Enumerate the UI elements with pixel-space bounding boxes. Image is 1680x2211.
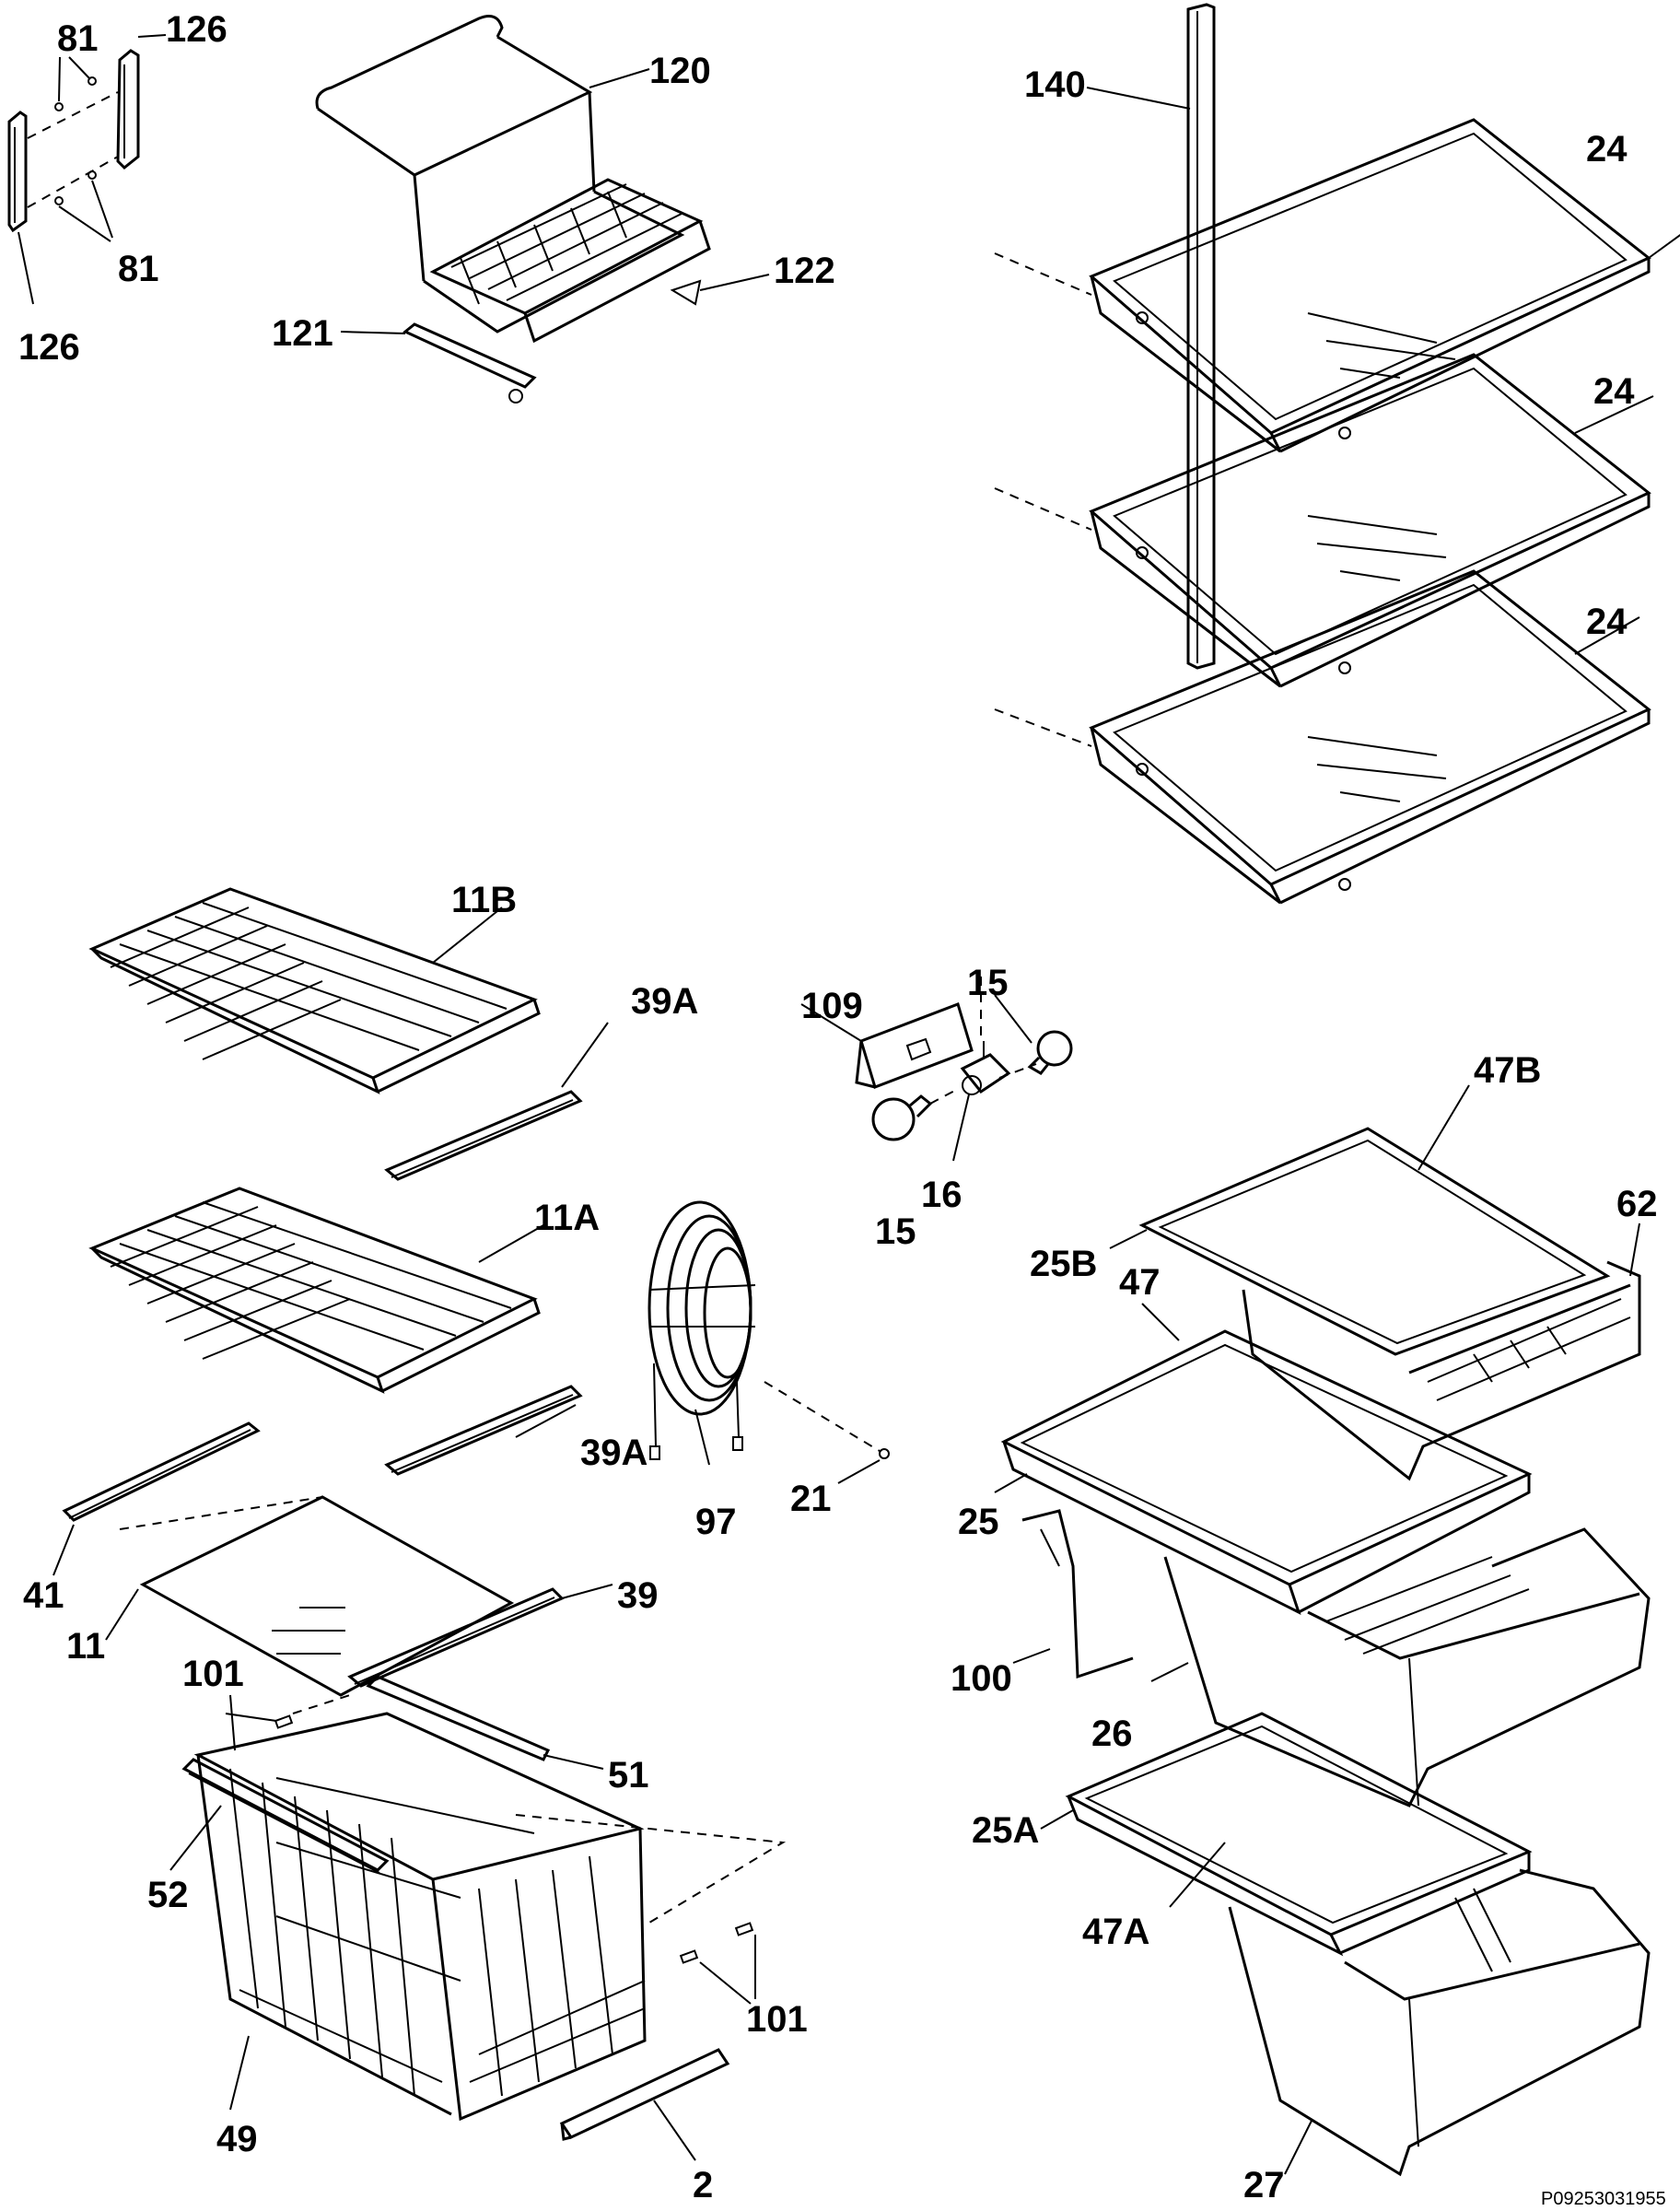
label-11A: 11A (534, 1198, 600, 1238)
hinge-bracket-126 (7, 34, 167, 305)
light-shield-109 (800, 1002, 974, 1089)
label-24-top: 24 (1586, 129, 1628, 170)
label-47: 47 (1119, 1262, 1161, 1303)
label-101-right: 101 (746, 1999, 808, 2040)
crisper-divider-100 (1012, 1509, 1134, 1679)
label-24-middle: 24 (1593, 371, 1635, 412)
label-24-bottom: 24 (1586, 602, 1628, 642)
basket-front-2 (559, 2048, 730, 2161)
light-socket-16 (952, 977, 1011, 1162)
crisper-drawer-26 (1150, 1527, 1651, 1807)
screw-101-right (515, 1814, 787, 2005)
label-15-bottom: 15 (875, 1211, 916, 1252)
label-39A-top: 39A (631, 981, 698, 1022)
freezer-basket-49 (193, 1712, 647, 2122)
light-bulb-15-top (994, 994, 1073, 1079)
label-15-top: 15 (967, 963, 1009, 1003)
label-126-top: 126 (166, 9, 228, 50)
label-39: 39 (617, 1575, 659, 1616)
label-25B: 25B (1030, 1244, 1097, 1284)
screw-101-left (225, 1694, 351, 1751)
label-47A: 47A (1082, 1912, 1149, 1952)
label-11B: 11B (451, 880, 517, 920)
basket-rail-52 (169, 1758, 390, 1874)
crisper-frame-25A (1040, 1796, 1531, 1957)
crisper-cover-47B (1138, 1084, 1611, 1356)
label-25: 25 (958, 1502, 999, 1542)
crisper-cover-47 (1000, 1303, 1533, 1586)
label-122: 122 (774, 251, 835, 291)
ice-bin-assembly-120 (315, 15, 770, 404)
shelf-rail-41 (52, 1421, 261, 1576)
wire-shelf-11A (88, 1187, 544, 1394)
label-120: 120 (649, 51, 711, 91)
label-109: 109 (801, 986, 863, 1026)
label-16: 16 (921, 1175, 962, 1215)
label-52: 52 (147, 1875, 189, 1915)
label-140: 140 (1024, 64, 1086, 105)
crisper-drawer-27 (1228, 1868, 1651, 2177)
shelf-rail-39 (347, 1584, 613, 1688)
wire-shelf-11B (88, 887, 541, 1094)
label-51: 51 (608, 1755, 649, 1796)
document-id: P09253031955 (1541, 2189, 1666, 2209)
label-62: 62 (1616, 1184, 1658, 1224)
shelf-rail-39A-bottom (384, 1385, 583, 1476)
crisper-frame-25B (1109, 1229, 1148, 1249)
glass-shelf-24-top (994, 118, 1680, 453)
crisper-frame-25 (994, 1441, 1531, 1615)
screw-21 (764, 1381, 890, 1484)
label-126-bottom: 126 (18, 327, 80, 368)
basket-slide-51 (366, 1675, 604, 1770)
label-81-top: 81 (57, 18, 99, 59)
glass-shelf-11 (105, 1495, 515, 1697)
label-81-bottom: 81 (118, 249, 159, 289)
label-25A: 25A (972, 1810, 1039, 1851)
shelf-rail-140 (1086, 3, 1216, 670)
shelf-rail-39A-top (384, 1022, 609, 1181)
light-bulb-15-bottom (871, 1088, 959, 1141)
label-26: 26 (1091, 1714, 1133, 1754)
label-27: 27 (1243, 2165, 1285, 2205)
glass-shelf-24-bottom (994, 569, 1651, 905)
crisper-drawer-62 (1242, 1222, 1641, 1481)
wire-harness-97 (648, 1200, 756, 1466)
label-47B: 47B (1474, 1050, 1541, 1091)
label-41: 41 (23, 1575, 64, 1616)
label-97: 97 (695, 1502, 737, 1542)
label-49: 49 (216, 2119, 258, 2159)
label-21: 21 (790, 1479, 832, 1519)
label-101-left: 101 (182, 1654, 244, 1694)
label-39A-bottom: 39A (580, 1433, 648, 1473)
glass-shelf-24-middle (994, 353, 1654, 688)
label-2: 2 (693, 2165, 713, 2205)
label-11: 11 (66, 1626, 105, 1667)
label-100: 100 (951, 1658, 1012, 1699)
label-121: 121 (272, 313, 333, 354)
